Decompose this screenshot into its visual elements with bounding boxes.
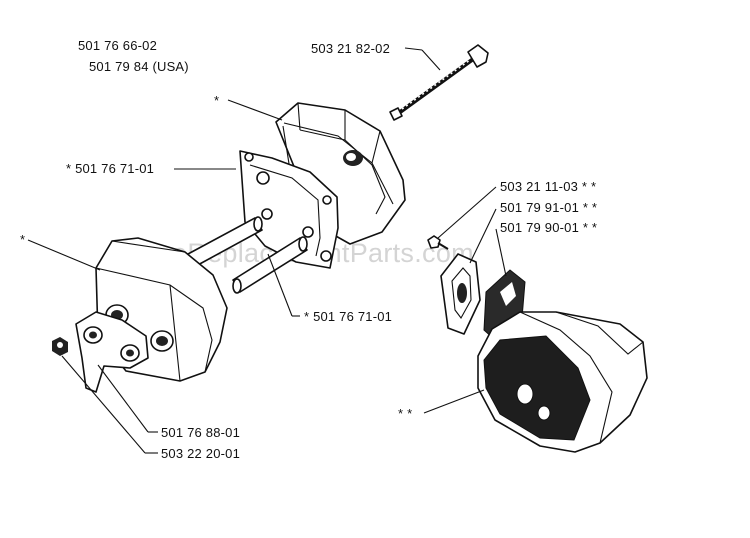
label-star-upper-muffler: * bbox=[214, 93, 220, 108]
label-part-503-21-11-03: 503 21 11-03 * * bbox=[500, 179, 597, 194]
spacer-plate-part bbox=[75, 311, 149, 393]
label-part-501-79-90-01: 501 79 90-01 * * bbox=[500, 220, 598, 235]
label-star-left-muffler: * bbox=[20, 232, 26, 247]
label-part-501-76-88-01: 501 76 88-01 bbox=[161, 425, 241, 440]
long-bolt-part bbox=[389, 44, 489, 121]
right-muffler-cover bbox=[477, 311, 648, 453]
label-part-501-79-84-usa: 501 79 84 (USA) bbox=[89, 59, 189, 74]
label-part-501-76-71-01-lower: * 501 76 71-01 bbox=[304, 309, 393, 324]
nut-part bbox=[52, 337, 68, 356]
small-screw-part bbox=[427, 235, 449, 250]
leader-lines bbox=[27, 47, 507, 454]
label-part-503-22-20-01: 503 22 20-01 bbox=[161, 446, 241, 461]
label-part-501-79-91-01: 501 79 91-01 * * bbox=[500, 200, 598, 215]
right-plate-part bbox=[440, 253, 481, 335]
label-star-right-muffler: * * bbox=[398, 406, 413, 421]
stud-tubes bbox=[187, 216, 308, 294]
label-part-501-76-71-01-upper: * 501 76 71-01 bbox=[66, 161, 155, 176]
upper-muffler-housing bbox=[275, 102, 406, 245]
label-part-503-21-82-02: 503 21 82-02 bbox=[311, 41, 391, 56]
label-part-501-76-66-02: 501 76 66-02 bbox=[78, 38, 158, 53]
